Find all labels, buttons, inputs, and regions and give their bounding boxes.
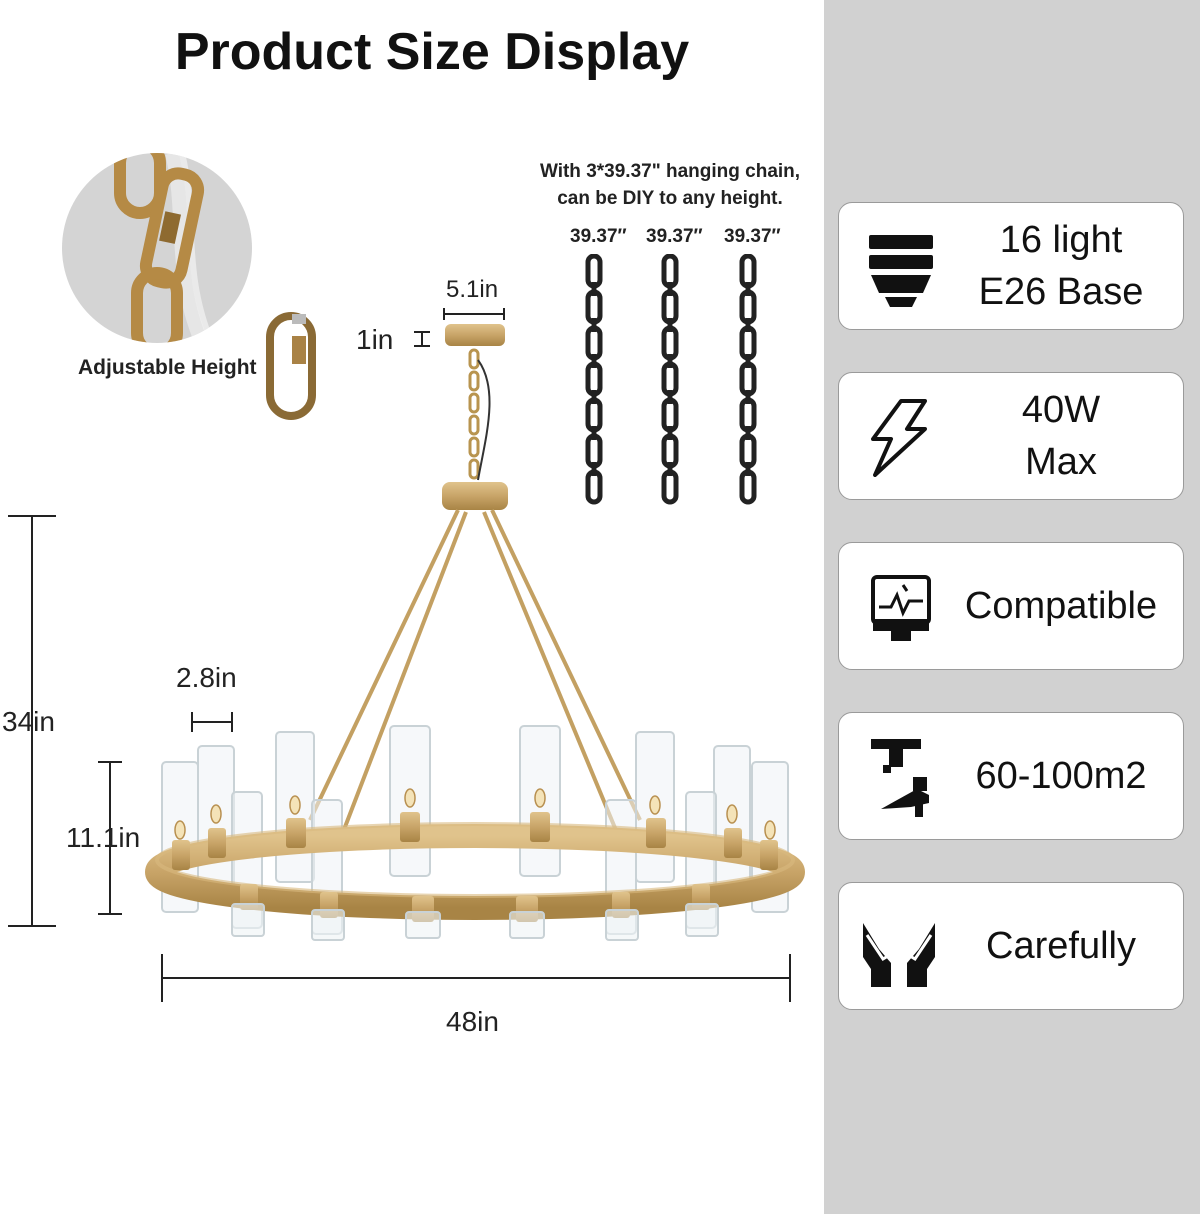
- ceiling-mount-icon: [861, 737, 937, 817]
- feature-card-wattage: 40W Max: [838, 372, 1184, 500]
- adjustable-height-label: Adjustable Height: [78, 356, 257, 379]
- lightning-icon: [861, 397, 937, 477]
- dimension-lines: [8, 308, 791, 1002]
- shade-width-label: 2.8in: [176, 662, 237, 693]
- chain-length-label: 39.37″: [570, 226, 627, 247]
- feature-card-bulb: 16 light E26 Base: [838, 202, 1184, 330]
- feature-card-care: Carefully: [838, 882, 1184, 1010]
- chain-length-label: 39.37″: [724, 226, 781, 247]
- chain-closeup-image: [62, 153, 252, 343]
- hanging-chains-illustration: [585, 254, 757, 505]
- total-height-label: 34in: [2, 706, 55, 737]
- diameter-label: 48in: [446, 1006, 499, 1037]
- shade-height-label: 11.1in: [66, 822, 141, 853]
- feature-text: 60-100m2: [975, 755, 1147, 797]
- feature-card-compatible: Compatible: [838, 542, 1184, 670]
- chain-length-label: 39.37″: [646, 226, 703, 247]
- canopy-height-label: 1in: [356, 324, 394, 355]
- quick-link-image: [266, 312, 316, 420]
- page-title: Product Size Display: [174, 23, 690, 81]
- feature-text: 16 light E26 Base: [978, 219, 1144, 313]
- feature-card-area: 60-100m2: [838, 712, 1184, 840]
- chain-note: With 3*39.37" hanging chain, can be DIY …: [539, 161, 801, 209]
- feature-text: Carefully: [986, 925, 1136, 967]
- chandelier-illustration: [145, 324, 805, 941]
- caring-hands-icon: [861, 907, 937, 987]
- bulb-base-icon: [861, 227, 937, 307]
- dimmer-monitor-icon: [861, 567, 937, 647]
- canopy-width-label: 5.1in: [446, 276, 499, 303]
- product-dimension-panel: Product Size Display Adjustable Height W…: [2, 23, 805, 1037]
- feature-text: 40W Max: [1021, 389, 1101, 483]
- feature-text: Compatible: [964, 585, 1158, 627]
